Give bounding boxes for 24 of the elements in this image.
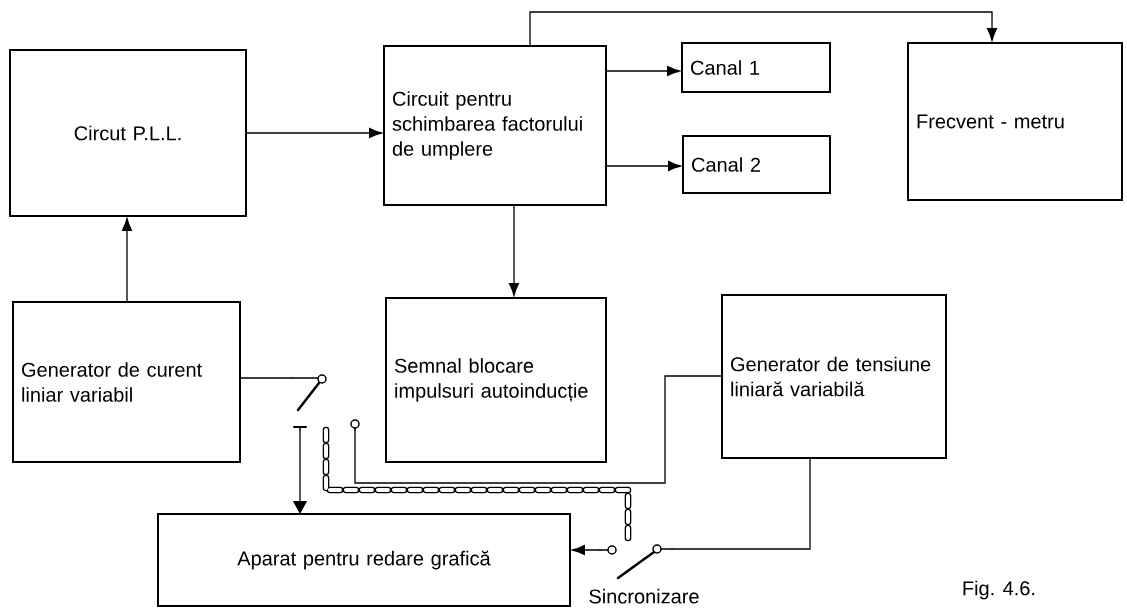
- block-box: Circuit pentru schimbarea factorului de umplere: [383, 45, 607, 206]
- arrow: [121, 218, 133, 303]
- switch-symbol: [291, 374, 360, 431]
- switch-symbol: [599, 544, 673, 580]
- figure-caption: Fig. 4.6.: [963, 580, 1035, 600]
- block-box: Semnal blocare impulsuri autoinducție: [385, 297, 607, 463]
- arrow: [605, 160, 681, 172]
- switch-label: Sincronizare: [589, 588, 699, 604]
- block-box: Circut P.L.L.: [9, 49, 247, 217]
- arrow: [572, 545, 601, 556]
- arrow: [529, 11, 998, 47]
- arrow: [605, 65, 680, 77]
- connector-line: [239, 377, 293, 379]
- block-box: Canal 2: [682, 135, 831, 194]
- block-box: Aparat pentru redare grafică: [157, 513, 571, 607]
- arrow: [245, 127, 382, 139]
- block-box: Canal 1: [681, 42, 831, 93]
- linkage-line: [322, 426, 632, 544]
- connector-line: [354, 375, 723, 484]
- block-box: Generator de curent liniar variabil: [12, 301, 241, 463]
- arrow: [509, 204, 520, 296]
- block-box: Generator de tensiune liniară variabilă: [721, 294, 947, 459]
- connector-line: [671, 457, 811, 550]
- block-box: Frecvent - metru: [907, 42, 1123, 201]
